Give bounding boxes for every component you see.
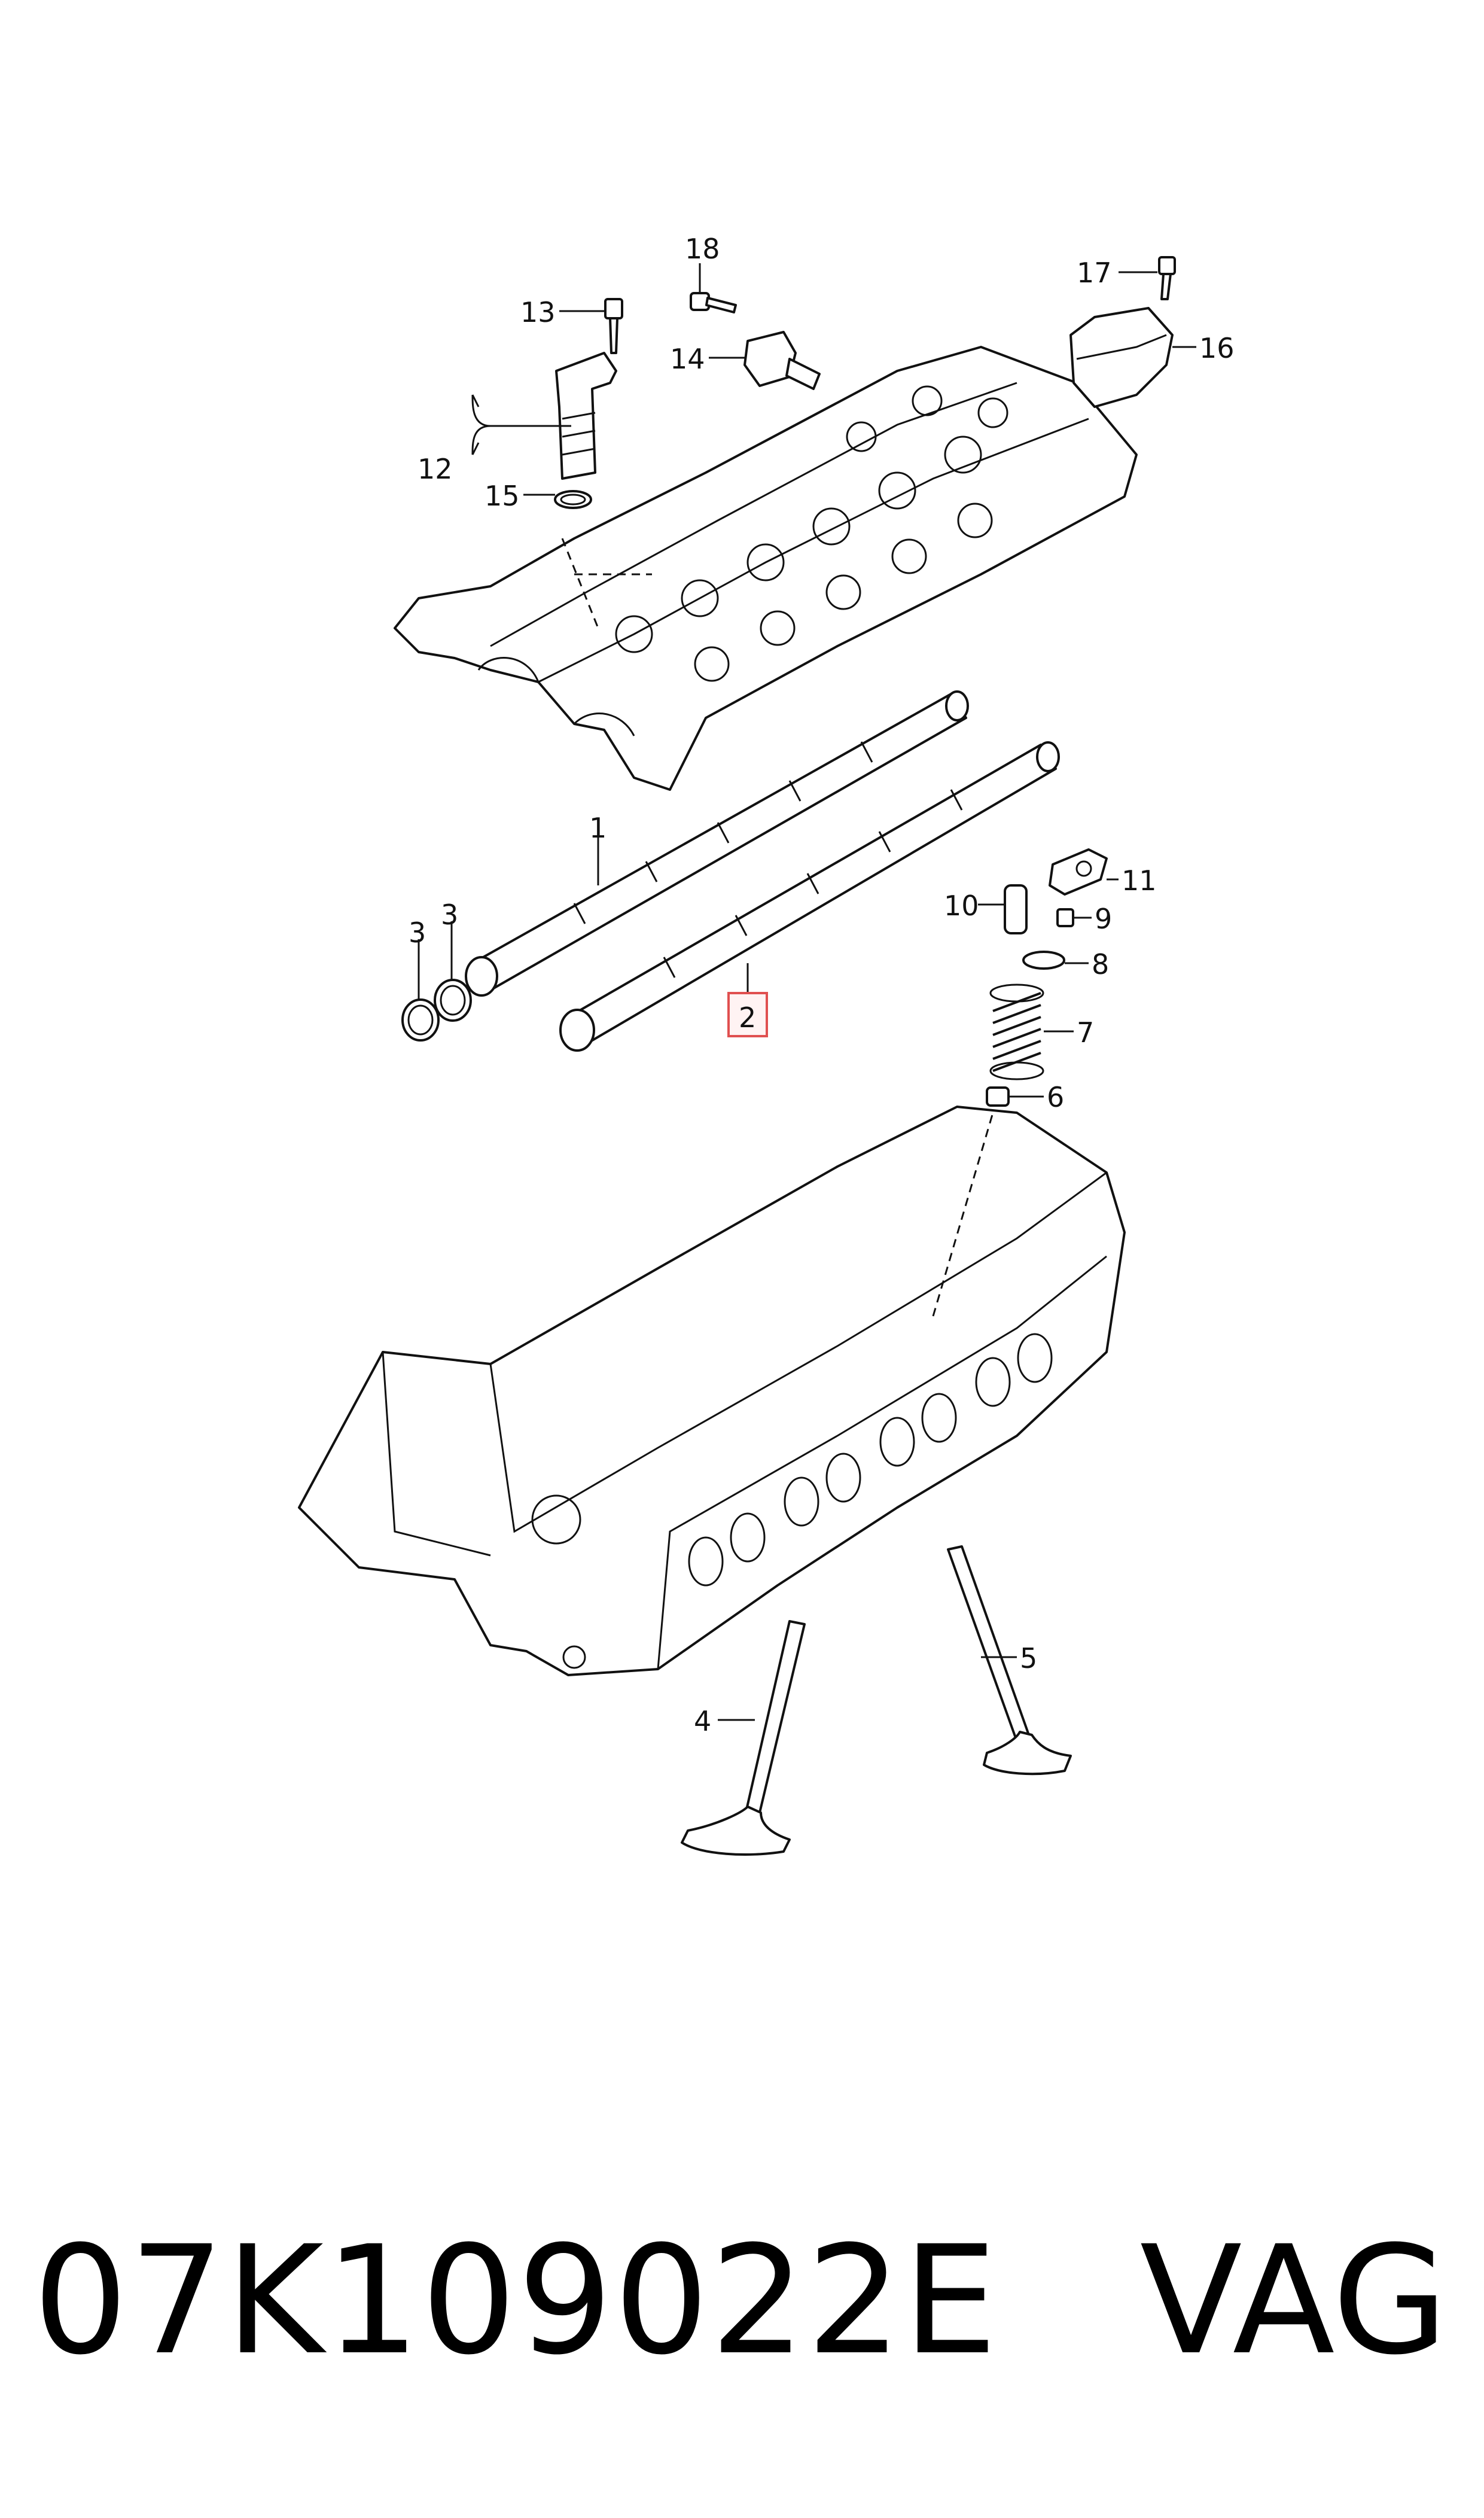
callout-18: 18: [685, 233, 720, 265]
callout-1: 1: [589, 812, 607, 844]
bolt-18: [690, 292, 737, 313]
callout-17: 17: [1077, 257, 1112, 289]
cover-16: [1069, 307, 1174, 408]
camshaft-housing: [394, 346, 1138, 791]
intake-valve: [681, 1620, 806, 1856]
callout-labels: 1 2 3 3 4 5 6 7 8 9 10 11 12 13 14 15 16…: [409, 233, 1235, 1737]
o-ring-15: [554, 490, 592, 509]
valve-keepers: [1056, 908, 1074, 927]
callout-16: 16: [1199, 332, 1235, 364]
callout-11: 11: [1122, 864, 1157, 897]
callout-14: 14: [670, 343, 705, 375]
cam-bore-row: [615, 385, 1008, 682]
highlight-box: [727, 992, 768, 1037]
callout-3a: 3: [409, 917, 426, 949]
hydraulic-lifter: [1004, 884, 1028, 934]
callout-5: 5: [1020, 1642, 1037, 1674]
callout-13: 13: [520, 296, 556, 328]
valve-spring: [989, 984, 1044, 1080]
callout-10: 10: [944, 890, 979, 922]
roller-rocker-arm: [1049, 848, 1108, 896]
callout-3b: 3: [441, 899, 458, 931]
callout-4: 4: [694, 1705, 711, 1737]
exploded-parts-diagram: 1 2 3 3 4 5 6 7 8 9 10 11 12 13 14 15 16…: [298, 233, 1235, 1856]
callout-9: 9: [1095, 903, 1112, 935]
camshaft-adjustment-valve: [555, 352, 617, 480]
bolt-17: [1158, 256, 1176, 300]
intake-camshaft: [465, 690, 969, 997]
bolt-13: [604, 298, 623, 354]
port-row: [688, 1333, 1053, 1587]
seal-rings: [401, 979, 472, 1042]
callout-8: 8: [1092, 948, 1109, 981]
leader-lines: [418, 263, 1196, 1721]
cylinder-head: [298, 1106, 1126, 1676]
spring-retainer: [1022, 951, 1065, 970]
exhaust-valve: [947, 1545, 1072, 1776]
part-number: 07K109022E: [33, 2213, 999, 2388]
exhaust-camshaft: [559, 741, 1060, 1052]
callout-2: 2: [739, 1001, 756, 1034]
valve-stem-seal: [986, 1086, 1010, 1107]
callout-7: 7: [1077, 1016, 1094, 1049]
brand-name: VAG: [1139, 2213, 1448, 2388]
camshaft-position-sensor: [743, 331, 821, 390]
callout-15: 15: [484, 480, 520, 512]
callout-6: 6: [1047, 1081, 1064, 1113]
footer: 07K109022E VAG: [0, 2178, 1484, 2429]
callout-12: 12: [418, 453, 453, 485]
